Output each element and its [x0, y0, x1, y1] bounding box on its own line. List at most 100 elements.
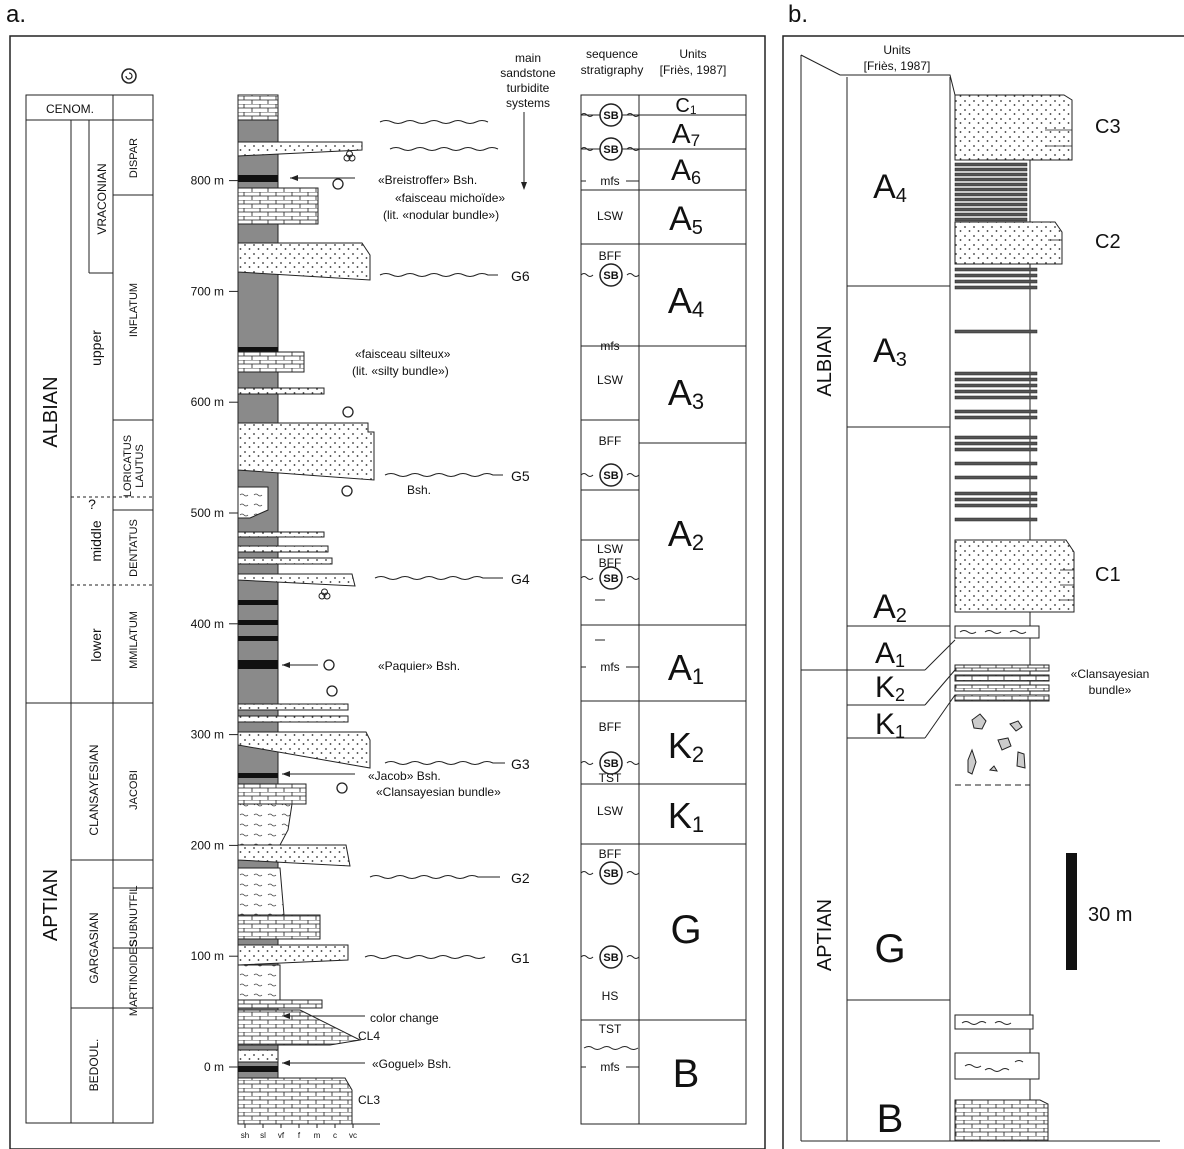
- color-change-label: color change: [370, 1011, 439, 1025]
- seq-bff: BFF: [599, 434, 622, 448]
- turbidite-g3: G3: [511, 756, 530, 772]
- unit-label: A4: [873, 168, 907, 207]
- grain-size-label: m: [314, 1131, 321, 1140]
- thin-bed: [955, 372, 1037, 375]
- turbidite-header-line4: systems: [506, 96, 550, 110]
- grain-size-label: vf: [278, 1131, 285, 1140]
- ammonite-icon: [333, 179, 343, 189]
- unit-label: A3: [873, 332, 907, 371]
- thin-bed: [955, 476, 1037, 479]
- unit-label: A4: [668, 280, 704, 322]
- sequence-boundary-marker: SB: [581, 946, 639, 968]
- jacob-label: «Jacob» Bsh.: [368, 769, 441, 783]
- vraconian-label: VRACONIAN: [95, 163, 109, 234]
- thin-bed: [955, 410, 1037, 413]
- zone-jacobi: JACOBI: [128, 770, 140, 810]
- silteux-label: «faisceau silteux»: [355, 347, 451, 361]
- zone-dispar: DISPAR: [128, 138, 140, 178]
- thin-bed: [955, 178, 1027, 181]
- aptian-stage-label: APTIAN: [40, 869, 62, 941]
- thin-bed: [955, 378, 1037, 381]
- bsh-label: Bsh.: [407, 483, 431, 497]
- seq-bff: BFF: [599, 249, 622, 263]
- panel-a-frame: [10, 36, 765, 1149]
- panel-a-label: a.: [6, 1, 26, 28]
- turbidite-header-line3: turbidite: [507, 81, 550, 95]
- ammonite-icon: [343, 407, 353, 417]
- thin-bed: [955, 208, 1027, 211]
- turbidite-g1: G1: [511, 950, 530, 966]
- upper-substage-label: upper: [88, 330, 104, 366]
- ammonite-icon: [327, 686, 337, 696]
- grain-size-label: f: [298, 1131, 301, 1140]
- zone-mmilatum: MMILATUM: [128, 611, 140, 669]
- bedoulian-label: BEDOUL.: [87, 1039, 101, 1092]
- thin-bed: [955, 436, 1037, 439]
- chronostratigraphy-column: CENOM. ALBIAN APTIAN upper middle lower …: [26, 69, 153, 1123]
- thin-beds: [955, 163, 1037, 521]
- goguel-label: «Goguel» Bsh.: [372, 1057, 451, 1071]
- depth-tick-label: 600 m: [191, 395, 224, 409]
- cenom-label: CENOM.: [46, 102, 94, 116]
- sb-label: SB: [603, 573, 618, 585]
- seq-bff: BFF: [599, 556, 622, 570]
- bed-c3-label: C3: [1095, 116, 1121, 138]
- log-annotations: «Breistroffer» Bsh. «faisceau michoïde» …: [282, 151, 505, 1107]
- sb-label: SB: [603, 110, 618, 122]
- clansayesian-bundle-label: «Clansayesian: [1071, 667, 1150, 681]
- lithologic-log: [238, 95, 380, 1124]
- scale-bar: [1066, 853, 1077, 970]
- clansayesian-label: CLANSAYESIAN: [87, 744, 101, 835]
- bed-c2-label: C2: [1095, 231, 1121, 253]
- sb-label: SB: [603, 470, 618, 482]
- unit-label: A7: [672, 118, 700, 150]
- middle-substage-label: middle: [88, 520, 104, 561]
- zone-martinoides: MARTINOIDES: [128, 940, 140, 1016]
- seq-mfs: mfs: [600, 174, 619, 188]
- seq-lsw: LSW: [597, 373, 624, 387]
- turbidite-header-line2: sandstone: [500, 66, 556, 80]
- breistroffer-label: «Breistroffer» Bsh.: [378, 173, 477, 187]
- nodular-bundle-label: (lit. «nodular bundle»): [383, 208, 499, 222]
- unit-label: B: [877, 1097, 904, 1141]
- seq-bff: BFF: [599, 847, 622, 861]
- ammonite-icon: [337, 783, 347, 793]
- sequence-boundary-marker: SB: [581, 862, 639, 884]
- sequence-boundary-marker: SB: [581, 464, 639, 486]
- ammonite-icon: [324, 660, 334, 670]
- turbidite-header-line1: main: [515, 51, 541, 65]
- cl3-label: CL3: [358, 1093, 380, 1107]
- unit-label: A2: [873, 588, 907, 627]
- units-header-line2: [Friès, 1987]: [864, 59, 931, 73]
- clansayesian-bundle-label: «Clansayesian bundle»: [376, 785, 501, 799]
- depth-tick-label: 500 m: [191, 506, 224, 520]
- turbidite-g5: G5: [511, 468, 530, 484]
- unit-label: A3: [668, 372, 704, 414]
- thin-bed: [955, 492, 1037, 495]
- zone-inflatum: INFLATUM: [128, 283, 140, 337]
- lower-substage-label: lower: [88, 628, 104, 662]
- seq-bff: BFF: [599, 720, 622, 734]
- silty-bundle-label: (lit. «silty bundle»): [352, 364, 449, 378]
- sb-label: SB: [603, 758, 618, 770]
- ammonite-icon: [122, 69, 136, 83]
- sequence-header-line2: stratigraphy: [581, 63, 644, 77]
- depth-tick-label: 700 m: [191, 284, 224, 298]
- depth-tick-label: 300 m: [191, 728, 224, 742]
- paquier-label: «Paquier» Bsh.: [378, 659, 460, 673]
- bed-c1-label: C1: [1095, 564, 1121, 586]
- unit-label: A6: [671, 154, 701, 188]
- seq-lsw: LSW: [597, 542, 624, 556]
- seq-mfs: mfs: [600, 339, 619, 353]
- thin-bed: [955, 390, 1037, 393]
- seq-lsw: LSW: [597, 804, 624, 818]
- thin-bed: [955, 218, 1027, 221]
- thin-bed: [955, 193, 1027, 196]
- depth-tick-label: 400 m: [191, 617, 224, 631]
- thin-bed: [955, 173, 1027, 176]
